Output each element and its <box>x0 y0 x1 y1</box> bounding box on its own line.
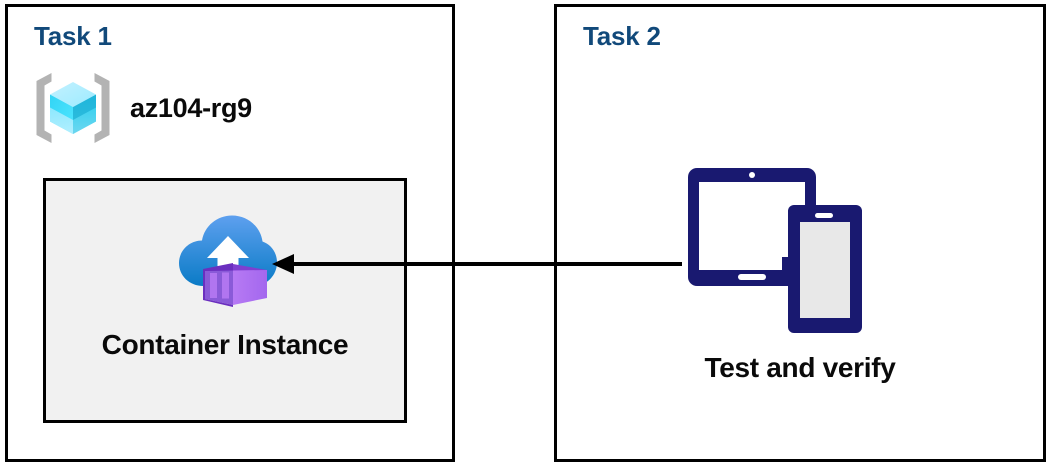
flow-arrow <box>272 254 682 274</box>
resource-group-name: az104-rg9 <box>130 92 252 123</box>
container-instance-label: Container Instance <box>101 329 349 360</box>
azure-container-instance-icon <box>179 215 277 307</box>
test-and-verify-label: Test and verify <box>704 352 896 383</box>
azure-resource-group-icon <box>36 73 110 143</box>
container-instance-box: Container Instance <box>43 178 407 423</box>
resource-group-row: az104-rg9 <box>34 69 252 147</box>
panel-title-task-1: Task 1 <box>34 21 112 51</box>
panel-task-1: Task 1 <box>5 4 455 462</box>
devices-tablet-phone-icon <box>688 168 862 333</box>
panel-title-task-2: Task 2 <box>583 21 661 51</box>
